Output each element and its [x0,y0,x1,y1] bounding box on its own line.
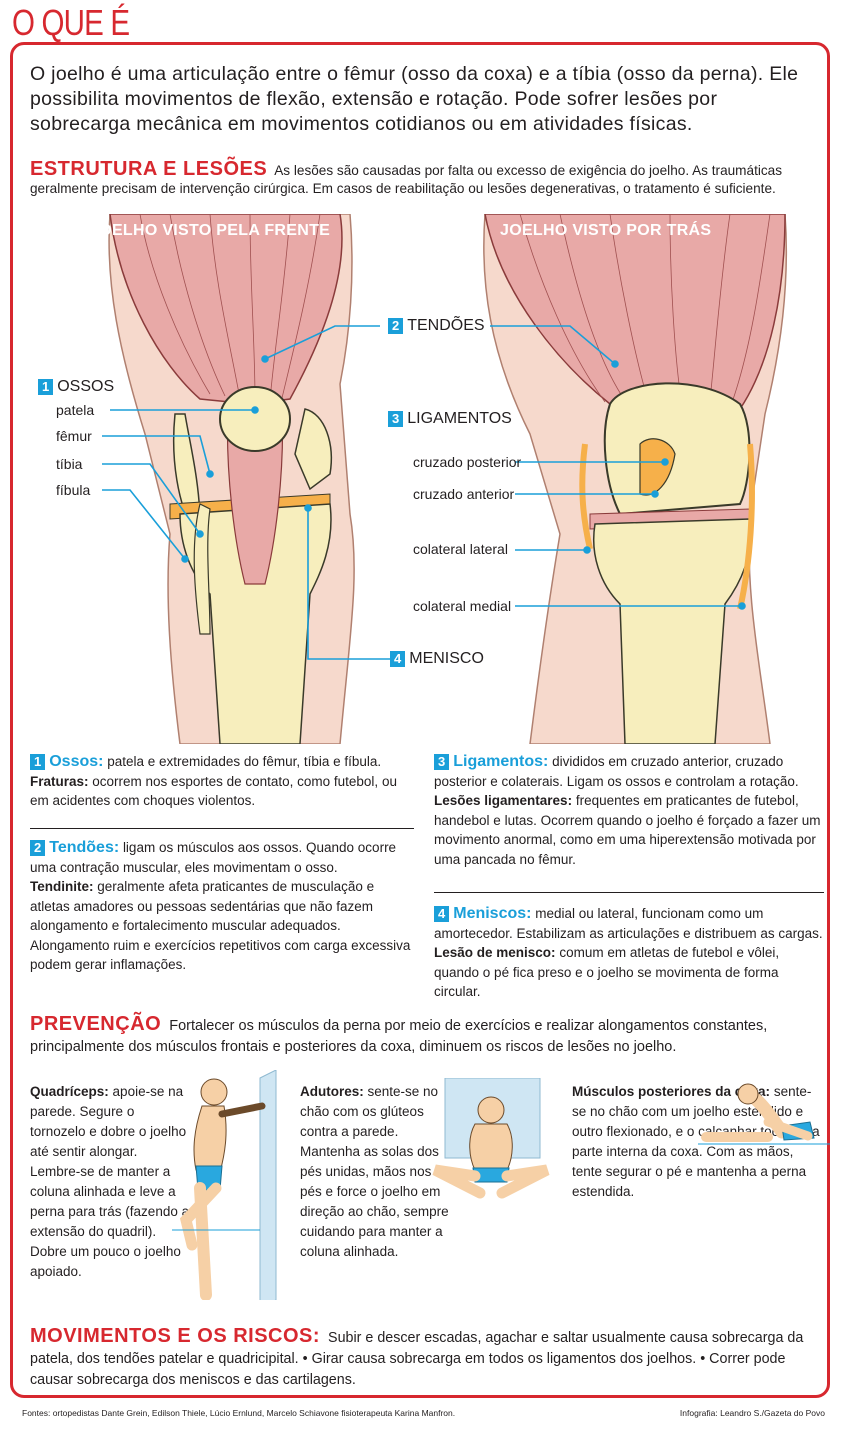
label-colateral-lateral: colateral lateral [413,541,508,557]
label-cruzado-posterior: cruzado posterior [413,454,522,470]
knee-illustration [102,214,788,744]
prevencao-title: PREVENÇÃO [30,1013,162,1035]
footer-credit: Infografia: Leandro S./Gazeta do Povo [679,1408,825,1418]
label-colateral-medial: colateral medial [413,598,512,614]
content-frame [10,42,830,1398]
front-femur-right [294,408,332,491]
estrutura-text: As lesões são causadas por falta ou exce… [30,163,783,196]
label-tibia: tíbia [56,456,83,472]
patella-bone [219,386,291,452]
exercise-quadriceps: Quadríceps: apoie-se na parede. Segure o… [30,1084,190,1279]
back-knee [483,214,788,744]
hamstring-stretch-figure [698,1083,830,1145]
prevencao-text: Fortalecer os músculos da perna por meio… [30,1018,768,1055]
label-cruzado-anterior: cruzado anterior [413,486,515,502]
quadriceps-stretch-figure [172,1070,277,1300]
label-fibula: fíbula [56,482,91,498]
divider [434,892,824,893]
footer-sources: Fontes: ortopedistas Dante Grein, Edilso… [22,1408,456,1418]
exercise-adutores: Adutores: sente-se no chão com os glúteo… [300,1084,449,1259]
lateral-collateral [579,443,593,550]
front-tibia [179,503,332,744]
label-patela: patela [56,402,95,418]
back-view-title: JOELHO VISTO POR TRÁS [500,222,712,239]
callout-lines [102,325,746,660]
divider [30,828,414,829]
estrutura-title: ESTRUTURA E LESÕES [30,158,268,180]
page-title: O QUE É [12,2,130,43]
movimentos-text: Subir e descer escadas, agachar e saltar… [30,1330,804,1388]
movimentos-title: MOVIMENTOS E OS RISCOS: [30,1325,321,1347]
intro-text: O joelho é uma articulação entre o fêmur… [30,63,799,135]
prevencao-section: PREVENÇÃO Fortalecer os músculos da pern… [30,1014,825,1058]
label-femur: fêmur [56,428,92,444]
front-knee [108,214,355,744]
estrutura-section: ESTRUTURA E LESÕES As lesões são causada… [30,158,825,198]
medial-collateral [737,443,755,610]
adductor-stretch-figure [432,1078,550,1199]
front-view-title: JOELHO VISTO PELA FRENTE [90,222,331,239]
movimentos-section: MOVIMENTOS E OS RISCOS: Subir e descer e… [30,1326,825,1391]
